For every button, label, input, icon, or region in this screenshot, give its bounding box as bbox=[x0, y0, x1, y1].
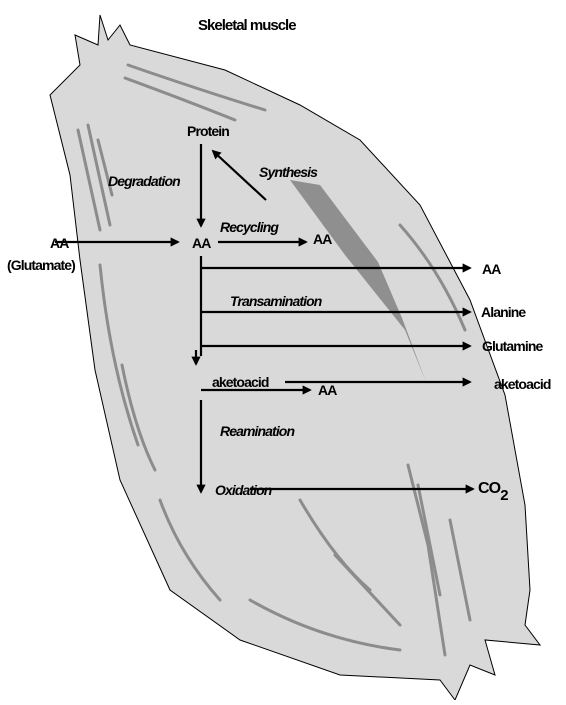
transamination-label: Transamination bbox=[230, 293, 322, 309]
recycling-label: Recycling bbox=[220, 219, 279, 235]
exported-ketoacid-label: aketoacid bbox=[494, 376, 551, 392]
recycled-aa-label: AA bbox=[313, 231, 332, 247]
center-aa-label: AA bbox=[192, 235, 211, 251]
diagram-title: Skeletal muscle bbox=[198, 17, 296, 34]
synthesis-label: Synthesis bbox=[259, 164, 318, 180]
reamination-aa-label: AA bbox=[318, 382, 337, 398]
oxidation-label: Oxidation bbox=[215, 482, 272, 498]
glutamate-label: (Glutamate) bbox=[7, 257, 75, 273]
alanine-label: Alanine bbox=[481, 304, 526, 320]
reamination-label: Reamination bbox=[220, 423, 294, 439]
inner-ketoacid-label: aketoacid bbox=[212, 374, 269, 390]
glutamine-label: Glutamine bbox=[482, 338, 543, 354]
co2-subscript: 2 bbox=[500, 487, 508, 504]
input-aa-label: AA bbox=[50, 235, 69, 251]
co2-base: CO bbox=[478, 480, 501, 497]
exported-aa-label: AA bbox=[482, 261, 501, 277]
degradation-label: Degradation bbox=[108, 173, 180, 189]
protein-label: Protein bbox=[187, 123, 229, 139]
